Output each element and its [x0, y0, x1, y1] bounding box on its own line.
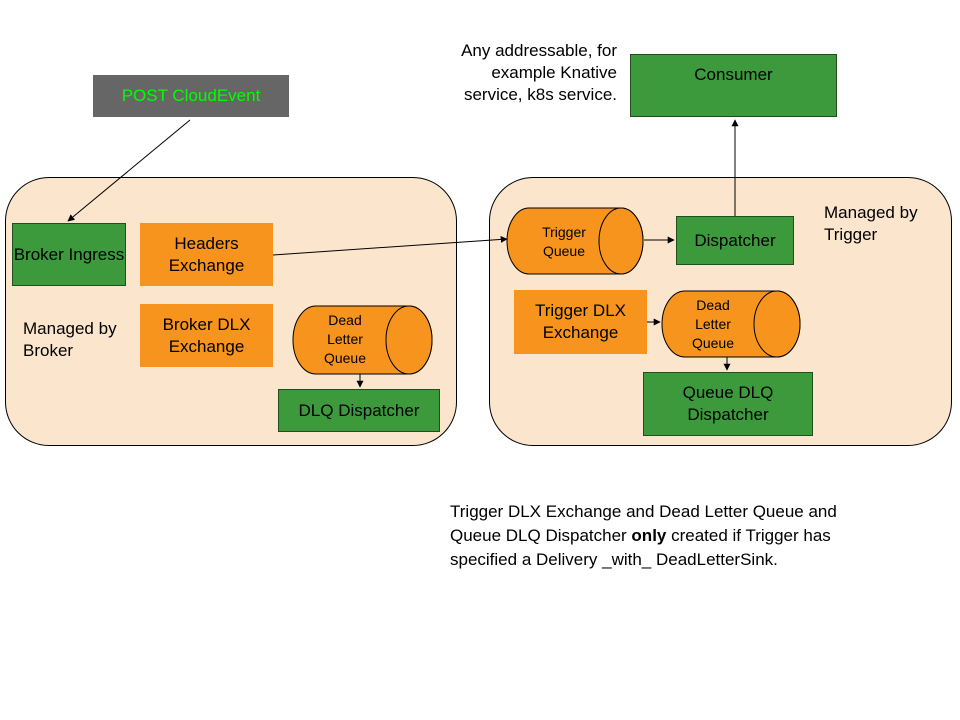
- trigger-dead-letter-queue-label: Dead Letter Queue: [691, 297, 735, 351]
- post-cloudevent-label: POST CloudEvent: [121, 86, 261, 105]
- trigger-dlx-exchange-box: Trigger DLX Exchange: [514, 290, 647, 354]
- broker-dead-letter-queue-cylinder: [292, 305, 433, 375]
- consumer-label: Consumer: [694, 65, 773, 84]
- consumer-note: Any addressable, for example Knative ser…: [461, 41, 617, 104]
- dispatcher-box: Dispatcher: [676, 216, 794, 265]
- arrow-headers-to-trigger-queue: [272, 235, 508, 256]
- footnote-emphasis: only: [631, 526, 667, 545]
- post-cloudevent-box: POST CloudEvent: [93, 75, 289, 117]
- consumer-box: Consumer: [630, 54, 837, 117]
- footnote: Trigger DLX Exchange and Dead Letter Que…: [450, 502, 837, 569]
- broker-dlx-exchange-label: Broker DLX Exchange: [162, 314, 251, 356]
- dlq-dispatcher-label: DLQ Dispatcher: [298, 400, 420, 420]
- trigger-dlx-exchange-label: Trigger DLX Exchange: [534, 301, 626, 342]
- queue-dlq-dispatcher-box: Queue DLQ Dispatcher: [643, 372, 813, 436]
- headers-exchange-label: Headers Exchange: [168, 233, 245, 275]
- broker-managed-label: Managed by Broker: [23, 319, 117, 360]
- broker-ingress-label: Broker Ingress: [13, 244, 125, 264]
- arrow-post-to-ingress: [67, 119, 191, 222]
- queue-dlq-dispatcher-label: Queue DLQ Dispatcher: [682, 383, 774, 424]
- dlq-dispatcher-box: DLQ Dispatcher: [278, 389, 440, 432]
- trigger-queue-cylinder: [506, 207, 644, 275]
- broker-dead-letter-queue-label: Dead Letter Queue: [323, 312, 367, 366]
- broker-dlx-exchange-box: Broker DLX Exchange: [140, 304, 273, 367]
- broker-ingress-box: Broker Ingress: [12, 223, 126, 286]
- trigger-managed-label: Managed by Trigger: [824, 203, 918, 244]
- dispatcher-label: Dispatcher: [694, 230, 776, 250]
- trigger-dead-letter-queue-cylinder: [661, 290, 801, 358]
- headers-exchange-box: Headers Exchange: [140, 223, 273, 286]
- trigger-queue-label: Trigger Queue: [542, 224, 586, 259]
